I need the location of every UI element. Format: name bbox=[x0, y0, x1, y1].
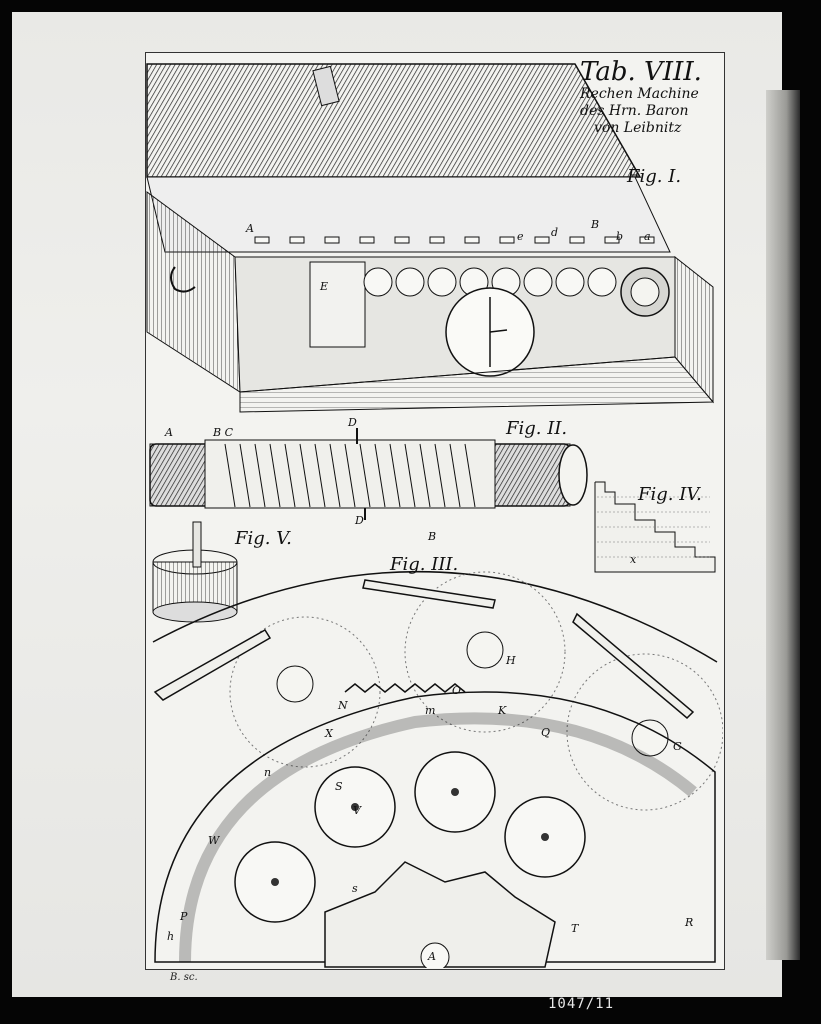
fig3-letter-T: T bbox=[571, 922, 579, 935]
engraving-illustration bbox=[146, 63, 723, 968]
fig2-letter-D-bottom: D bbox=[355, 514, 364, 527]
fig3-label: Fig. III. bbox=[390, 554, 459, 575]
fig3-letter-W: W bbox=[208, 834, 220, 847]
fig3-letter-V: V bbox=[353, 804, 361, 817]
fig3-letter-B: B bbox=[428, 530, 437, 543]
fig1-letter-e: e bbox=[517, 230, 524, 243]
fig5-label: Fig. V. bbox=[235, 528, 292, 549]
fig3-letter-h: h bbox=[167, 930, 175, 943]
fig2-label: Fig. II. bbox=[506, 418, 568, 439]
fig3-letter-X: X bbox=[325, 727, 333, 740]
fig3-letter-R: R bbox=[685, 916, 694, 929]
fig2-letter-BC: B C bbox=[213, 426, 233, 439]
archive-catalog-number: 1047/11 bbox=[548, 996, 615, 1012]
fig3-letter-H: H bbox=[506, 654, 516, 667]
fig4-steps bbox=[594, 481, 716, 573]
engraver-signature: B. sc. bbox=[170, 972, 198, 983]
fig3-letter-Q: Q bbox=[541, 726, 551, 739]
fig1-letter-d: d bbox=[551, 226, 559, 239]
fig2-letter-A: A bbox=[165, 426, 173, 439]
fig2-stepped-drum bbox=[149, 428, 588, 520]
fig4-letter-x: x bbox=[630, 553, 637, 566]
fig1-label: Fig. I. bbox=[627, 166, 682, 187]
fig3-letter-n: n bbox=[264, 766, 272, 779]
plate-number: Tab. VIII. bbox=[580, 57, 702, 87]
fig3-mechanism bbox=[152, 570, 723, 968]
fig1-letter-B: B bbox=[591, 218, 600, 231]
fig5-cup bbox=[152, 521, 238, 623]
title-line-2: des Hrn. Baron bbox=[580, 103, 689, 119]
fig1-letter-a: a bbox=[644, 230, 651, 243]
fig1-machine bbox=[146, 63, 715, 413]
fig3-letter-m: m bbox=[425, 704, 436, 717]
title-line-1: Rechen Machine bbox=[580, 86, 699, 102]
fig2-letter-D-top: D bbox=[348, 416, 357, 429]
fig3-letter-K: K bbox=[498, 704, 507, 717]
fig1-letter-E: E bbox=[320, 280, 329, 293]
fig3-letter-O: O bbox=[452, 684, 462, 697]
fig1-letter-A: A bbox=[246, 222, 254, 235]
fig3-letter-S: S bbox=[335, 780, 343, 793]
fig3-letter-P: P bbox=[180, 910, 188, 923]
fig3-letter-N: N bbox=[338, 699, 348, 712]
title-line-3: von Leibnitz bbox=[594, 120, 682, 136]
sheet-edge-shadow bbox=[766, 90, 800, 960]
fig1-letter-b: b bbox=[616, 230, 624, 243]
fig3-letter-s: s bbox=[352, 882, 358, 895]
plate-title-block: Tab. VIII. Rechen Machine des Hrn. Baron… bbox=[580, 58, 702, 137]
fig3-letter-G: G bbox=[673, 740, 682, 753]
fig4-label: Fig. IV. bbox=[638, 484, 702, 505]
fig3-letter-A: A bbox=[428, 950, 436, 963]
